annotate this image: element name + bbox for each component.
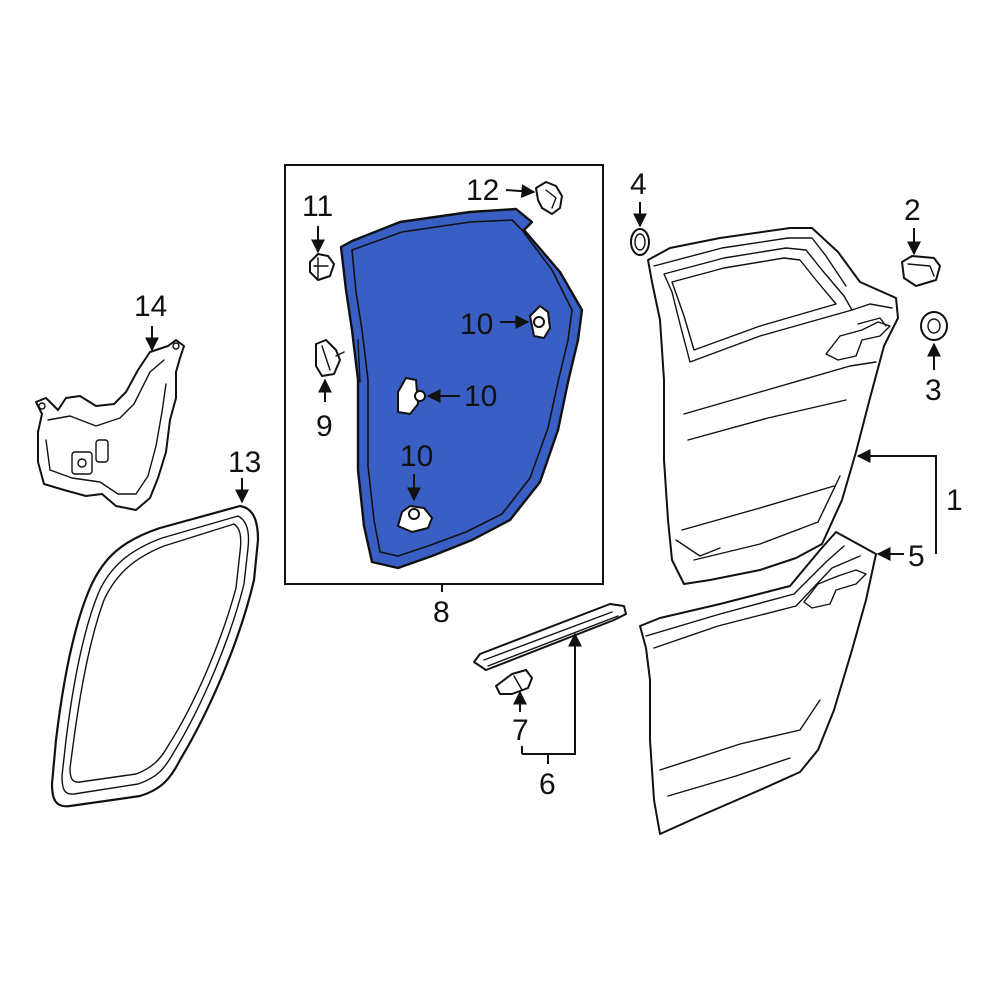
part-5-door-skin[interactable] — [639, 531, 877, 835]
callout-13: 13 — [228, 446, 261, 479]
part-10-fastener-upper[interactable] — [529, 305, 551, 339]
part-13-weatherstrip[interactable] — [50, 504, 260, 808]
part-9-guide[interactable] — [315, 339, 345, 377]
callout-1: 1 — [946, 484, 963, 517]
callout-7: 7 — [512, 714, 529, 747]
callout-2: 2 — [904, 194, 921, 227]
part-1-rear-door[interactable] — [647, 227, 899, 585]
part-6-molding[interactable] — [473, 603, 627, 671]
part-10-fastener-middle[interactable] — [397, 377, 426, 415]
callout-4: 4 — [630, 168, 647, 201]
callout-5: 5 — [908, 540, 925, 573]
callout-labels: 14 13 11 9 12 10 10 10 8 4 2 3 1 5 7 6 — [134, 168, 963, 801]
callout-10-lower: 10 — [400, 440, 433, 473]
part-11-bumper[interactable] — [309, 253, 335, 281]
part-4-ring[interactable] — [630, 228, 650, 256]
callout-8: 8 — [433, 596, 450, 629]
callout-3: 3 — [925, 374, 942, 407]
part-2-cap[interactable] — [901, 255, 941, 287]
part-10-fastener-lower[interactable] — [397, 505, 433, 533]
callout-6: 6 — [539, 768, 556, 801]
leader-lines — [145, 184, 941, 764]
callout-10-upper: 10 — [460, 308, 493, 341]
callout-12: 12 — [466, 174, 499, 207]
part-12-clip[interactable] — [535, 181, 563, 215]
part-8-window-glass[interactable] — [339, 207, 584, 570]
part-3-grommet[interactable] — [920, 311, 948, 341]
callout-14: 14 — [134, 290, 167, 323]
callout-10-middle: 10 — [464, 380, 497, 413]
callout-9: 9 — [316, 410, 333, 443]
callout-11: 11 — [302, 190, 333, 223]
part-14-shield[interactable] — [35, 339, 185, 511]
part-7-clip[interactable] — [495, 669, 533, 695]
